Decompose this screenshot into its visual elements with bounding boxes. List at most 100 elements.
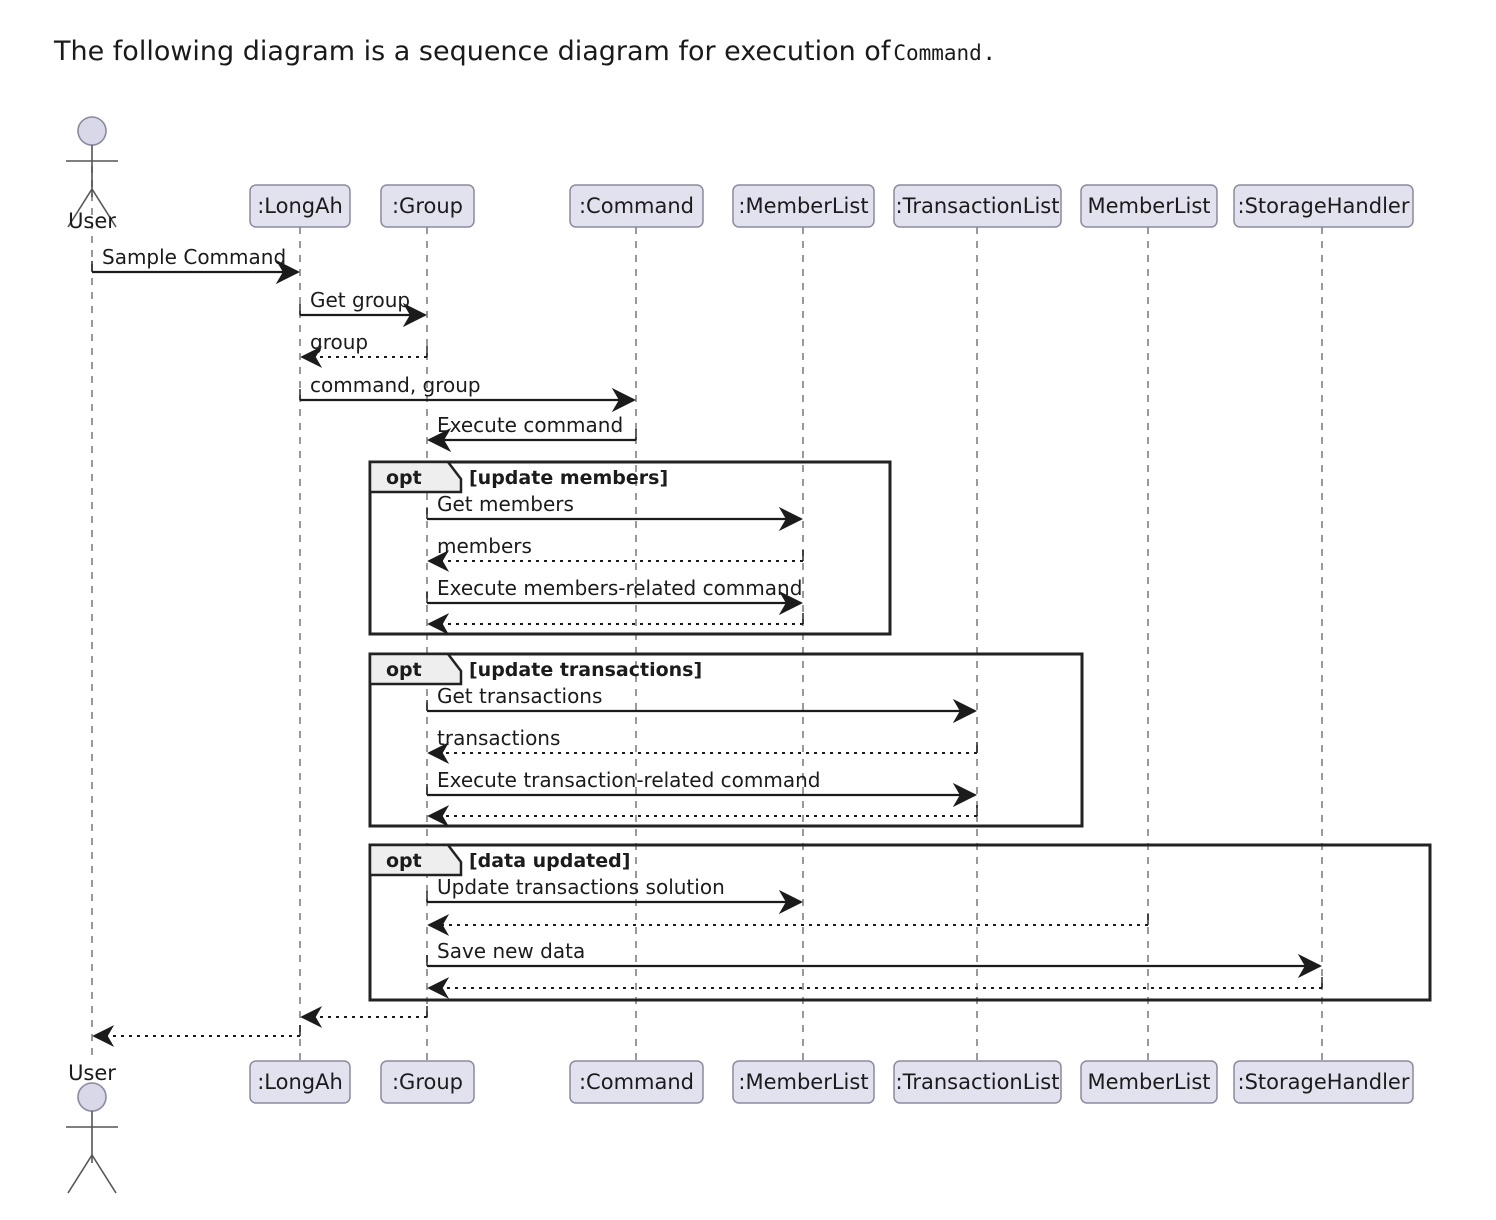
participant-label: :StorageHandler [1238,194,1410,218]
message-m11: transactions [427,726,978,764]
participant-box[interactable] [569,1060,704,1104]
message-label: Execute command [437,413,623,437]
participant-box[interactable] [1080,184,1218,228]
participant-box[interactable] [1080,1060,1218,1104]
actor-leg-right [91,188,117,228]
message-m3: group [300,330,428,368]
fragment-tab [368,843,463,877]
message-label: Get transactions [437,684,602,708]
participant-foot-command[interactable]: :Command [569,1060,704,1104]
participant-head-storage[interactable]: :StorageHandler [1233,184,1414,228]
actor-user-bottom[interactable]: User [66,1061,118,1194]
message-label: Sample Command [102,245,286,269]
fragment-opt1: opt [update members] [368,460,892,636]
message-m17 [427,977,1323,999]
actor-head-icon [77,116,107,146]
participant-box[interactable] [1233,184,1414,228]
fragment-operator: opt [386,850,422,872]
message-m10: Get transactions [426,684,978,724]
message-m8: Execute members-related command [426,576,804,616]
participant-foot-txnlist[interactable]: :TransactionList [893,1060,1062,1104]
lifelines-layer [91,166,1323,1061]
participant-foot-boxes: :LongAh :Group :Command :MemberList :Transac… [249,1060,1414,1104]
message-m7: members [427,534,804,572]
participant-head-longah[interactable]: :LongAh [249,184,351,228]
participant-box[interactable] [893,184,1062,228]
message-m19 [92,1025,301,1047]
actor-label: User [68,209,116,233]
participant-label: :TransactionList [896,1070,1060,1094]
participant-foot-storage[interactable]: :StorageHandler [1233,1060,1414,1104]
message-label: transactions [437,726,560,750]
fragment-border [368,652,1084,828]
actor-leg-right [91,1154,117,1194]
message-label: Execute members-related command [437,576,802,600]
participant-box[interactable] [893,1060,1062,1104]
message-m13 [427,805,978,827]
fragment-guard: [update transactions] [469,659,702,681]
participant-label: :TransactionList [896,194,1060,218]
actor-user-top[interactable]: User [66,116,118,233]
message-label: Update transactions solution [437,875,725,899]
fragment-opt2: opt [update transactions] [368,652,1084,828]
fragment-border [368,460,892,636]
fragment-border [368,843,1432,1002]
message-m16: Save new data [426,939,1323,979]
participant-label: :StorageHandler [1238,1070,1410,1094]
participant-head-command[interactable]: :Command [569,184,704,228]
page-title: The following diagram is a sequence diag… [54,36,993,67]
fragment-tab [368,652,463,686]
message-m2: Get group [299,288,428,328]
participant-label: :MemberList [738,1070,868,1094]
participant-head-txnlist[interactable]: :TransactionList [893,184,1062,228]
message-m4: command, group [299,373,637,413]
participant-foot-memberlist2[interactable]: MemberList [1080,1060,1218,1104]
participant-box[interactable] [732,1060,875,1104]
participant-head-memberlist2[interactable]: MemberList [1080,184,1218,228]
participant-box[interactable] [249,184,351,228]
participant-box[interactable] [1233,1060,1414,1104]
participant-box[interactable] [569,184,704,228]
page-title-code: Command [893,41,982,65]
participant-label: :Command [579,194,694,218]
fragment-operator: opt [386,467,422,489]
participant-head-group[interactable]: :Group [380,184,475,228]
participant-box[interactable] [380,184,475,228]
participant-label: :LongAh [257,194,343,218]
participant-label: :MemberList [738,194,868,218]
page-title-text: The following diagram is a sequence diag… [54,36,891,67]
participant-head-memberlist[interactable]: :MemberList [732,184,875,228]
fragments-layer: opt [update members] opt [update transactio… [368,460,1432,1002]
fragment-tab [368,460,463,494]
message-label: members [437,534,532,558]
participant-foot-longah[interactable]: :LongAh [249,1060,351,1104]
message-m14: Update transactions solution [426,875,804,915]
message-m5: Execute command [426,413,637,453]
message-label: Get group [310,288,410,312]
participant-label: MemberList [1087,194,1210,218]
message-m9 [427,613,804,635]
participant-label: :Group [392,1070,463,1094]
fragment-guard: [data updated] [469,850,630,872]
actor-leg-left [67,188,93,228]
participant-box[interactable] [732,184,875,228]
participant-foot-memberlist[interactable]: :MemberList [732,1060,875,1104]
fragment-operator: opt [386,659,422,681]
message-m6: Get members [426,492,804,532]
participant-label: :LongAh [257,1070,343,1094]
page-title-period: . [984,36,994,67]
participant-label: MemberList [1087,1070,1210,1094]
participant-foot-group[interactable]: :Group [380,1060,475,1104]
fragment-opt3: opt [data updated] [368,843,1432,1002]
message-m1: Sample Command [91,245,301,285]
message-label: Get members [437,492,574,516]
message-label: command, group [310,373,481,397]
participant-box[interactable] [380,1060,475,1104]
participant-box[interactable] [249,1060,351,1104]
participant-head-boxes: :LongAh :Group :Command :MemberList :Transac… [249,184,1414,228]
fragment-guard: [update members] [469,467,668,489]
participant-label: :Command [579,1070,694,1094]
message-m15 [427,914,1149,936]
